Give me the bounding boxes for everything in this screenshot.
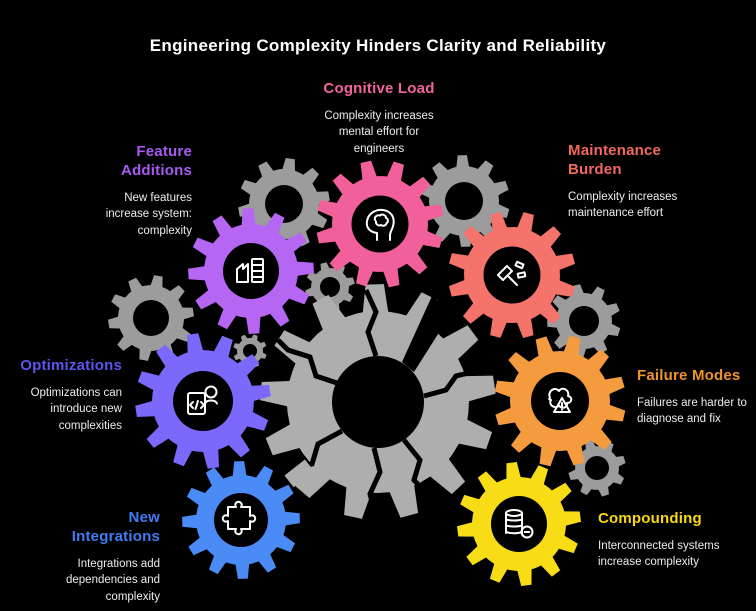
section-title: Cognitive Load	[323, 80, 435, 97]
broken-tooth-fragment	[284, 459, 315, 488]
section-title: Optimizations	[20, 357, 122, 374]
hammer-icon	[497, 260, 527, 286]
section-feature-additions: Feature Additions New features increase …	[62, 143, 192, 240]
central-broken-gear	[260, 284, 496, 519]
central-gear-hole	[332, 356, 424, 448]
section-title: Compounding	[598, 510, 702, 527]
gear-hole	[569, 306, 599, 336]
section-description: Complexity increases mental effort for e…	[324, 109, 434, 156]
feature-blocks-icon	[236, 258, 264, 283]
section-new-integrations: New Integrations Integrations add depend…	[50, 509, 160, 606]
section-description: New features increase system: complexity	[105, 191, 192, 237]
section-description: Optimizations can introduce new complexi…	[30, 386, 122, 433]
section-cognitive-load: Cognitive Load Complexity increases ment…	[295, 80, 463, 158]
section-maintenance-burden: Maintenance Burden Complexity increases …	[568, 142, 692, 222]
gear-hole	[320, 277, 340, 297]
gear-hole	[445, 182, 483, 220]
gear-hole	[585, 456, 609, 480]
feature-additions-gear	[188, 208, 314, 334]
section-title: Failure Modes	[637, 367, 741, 384]
coin-stack-icon	[505, 509, 534, 539]
error-scribble-icon	[548, 387, 573, 413]
gear-hole	[243, 344, 257, 358]
brain-head-icon	[365, 208, 395, 241]
maintenance-burden-gear	[449, 212, 575, 338]
code-review-icon	[187, 385, 218, 415]
section-optimizations: Optimizations Optimizations can introduc…	[8, 357, 122, 435]
section-description: Integrations add dependencies and comple…	[66, 557, 160, 603]
new-integrations-gear	[182, 461, 300, 579]
section-title: Maintenance Burden	[568, 142, 662, 178]
gear-hole	[133, 300, 169, 336]
section-description: Interconnected systems increase complexi…	[598, 539, 720, 569]
section-failure-modes: Failure Modes Failures are harder to dia…	[637, 367, 753, 428]
optimizations-gear	[135, 333, 271, 469]
section-title: New Integrations	[71, 509, 160, 545]
section-compounding: Compounding Interconnected systems incre…	[598, 510, 720, 571]
crack-lines	[276, 288, 491, 517]
fracture-wedge	[402, 296, 452, 372]
failure-modes-gear	[494, 335, 626, 467]
page-title: Engineering Complexity Hinders Clarity a…	[149, 36, 607, 55]
section-description: Failures are harder to diagnose and fix	[637, 396, 747, 426]
gear-hole	[265, 185, 303, 223]
compounding-gear	[457, 462, 581, 586]
section-title: Feature Additions	[121, 143, 192, 179]
section-description: Complexity increases maintenance effort	[568, 190, 678, 220]
puzzle-icon	[221, 500, 257, 536]
cognitive-load-gear	[316, 160, 444, 288]
